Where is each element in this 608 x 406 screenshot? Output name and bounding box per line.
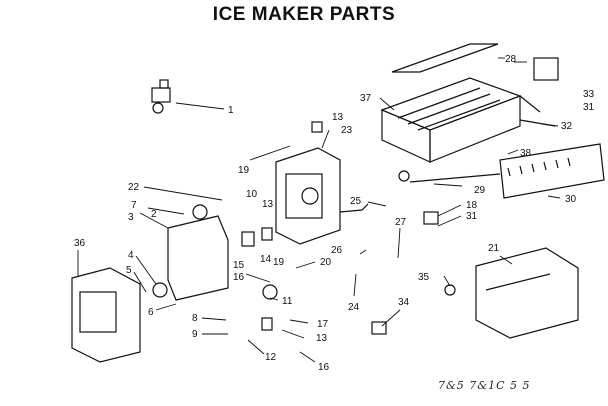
front-cover-part [71, 215, 229, 363]
label-16a: 16 [233, 272, 245, 283]
label-29: 29 [474, 185, 486, 196]
label-3: 3 [128, 212, 134, 223]
label-8: 8 [192, 313, 198, 324]
label-5: 5 [126, 265, 132, 276]
label-11: 11 [282, 296, 293, 307]
label-9: 9 [192, 329, 198, 340]
label-35: 35 [418, 272, 430, 283]
label-13a: 13 [332, 112, 344, 123]
mold-assembly-part [380, 43, 559, 163]
heater-part [339, 170, 501, 213]
label-22: 22 [128, 182, 140, 193]
label-23: 23 [341, 125, 353, 136]
label-19a: 19 [238, 165, 250, 176]
label-30: 30 [565, 194, 577, 205]
label-16b: 16 [318, 362, 330, 373]
label-36: 36 [74, 238, 86, 249]
label-33: 33 [583, 89, 595, 100]
label-31b: 31 [466, 211, 478, 222]
label-37: 37 [360, 93, 372, 104]
label-13b: 13 [262, 199, 274, 210]
label-27: 27 [395, 217, 407, 228]
label-25: 25 [350, 196, 362, 207]
label-17: 17 [317, 319, 329, 330]
label-32: 32 [561, 121, 573, 132]
label-19b: 19 [273, 257, 285, 268]
label-7: 7 [131, 200, 137, 211]
footer-code: 7&5 7&1C 5 5 [438, 379, 531, 392]
label-12: 12 [265, 352, 277, 363]
label-13c: 13 [316, 333, 328, 344]
leader-lines [77, 61, 561, 363]
label-31a: 31 [583, 102, 595, 113]
callout-labels: 1 2 3 4 5 6 7 8 9 10 11 12 13 13 13 14 1… [74, 54, 595, 373]
label-24: 24 [348, 302, 360, 313]
label-18: 18 [466, 200, 478, 211]
label-28: 28 [505, 54, 517, 65]
label-14: 14 [260, 254, 272, 265]
water-valve-part [151, 79, 225, 114]
label-34: 34 [398, 297, 410, 308]
control-housing-part [275, 147, 341, 245]
ice-bin-part [475, 247, 579, 339]
label-2: 2 [151, 209, 157, 220]
label-15: 15 [233, 260, 245, 271]
label-26: 26 [331, 245, 343, 256]
label-6: 6 [148, 307, 154, 318]
label-4: 4 [128, 250, 134, 261]
label-38: 38 [520, 148, 532, 159]
diagram-title: ICE MAKER PARTS [212, 4, 396, 25]
label-1: 1 [228, 105, 234, 116]
ejector-bar-part [499, 143, 605, 199]
label-20: 20 [320, 257, 332, 268]
label-21: 21 [488, 243, 500, 254]
label-10: 10 [246, 189, 258, 200]
small-parts [152, 121, 456, 335]
